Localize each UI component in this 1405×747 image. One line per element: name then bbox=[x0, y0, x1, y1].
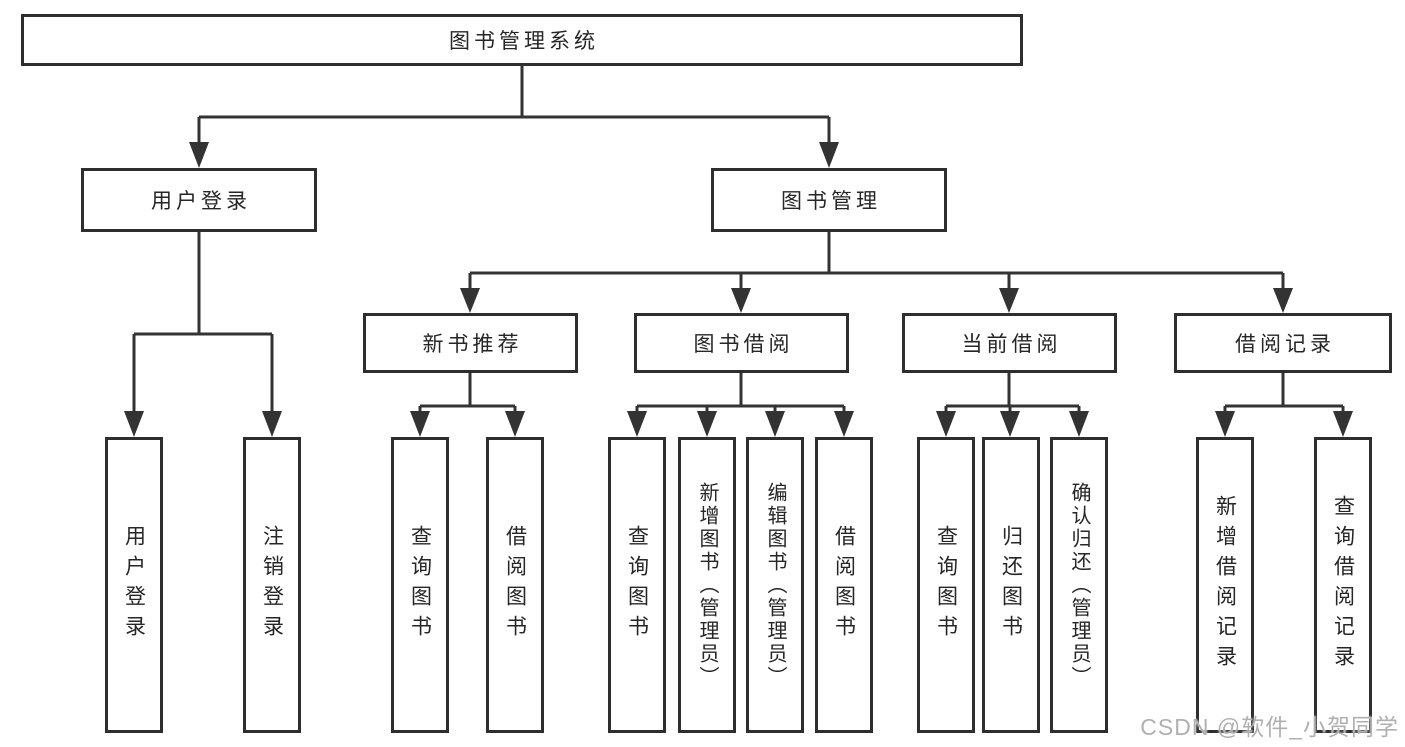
leaf-label: 借阅图书 bbox=[503, 525, 527, 645]
leaf-label: 借阅图书 bbox=[832, 525, 856, 645]
leaf-label: 查询图书 bbox=[625, 525, 649, 645]
leaf-add-books-admin: 新增图书（管理员） bbox=[678, 437, 736, 733]
leaf-confirm-return-admin: 确认归还（管理员） bbox=[1050, 437, 1108, 733]
leaf-label: 注销登录 bbox=[260, 525, 284, 645]
leaf-user-login: 用户登录 bbox=[105, 437, 163, 733]
leaf-label: 确认归还（管理员） bbox=[1068, 481, 1090, 689]
leaf-query-books-borrow: 查询图书 bbox=[608, 437, 666, 733]
leaf-label: 查询图书 bbox=[408, 525, 432, 645]
leaf-edit-books-admin: 编辑图书（管理员） bbox=[746, 437, 804, 733]
leaf-label: 新增图书（管理员） bbox=[696, 481, 718, 689]
leaf-borrow-books: 借阅图书 bbox=[815, 437, 873, 733]
leaf-label: 查询图书 bbox=[934, 525, 958, 645]
leaf-query-books-current: 查询图书 bbox=[917, 437, 975, 733]
leaf-label: 查询借阅记录 bbox=[1331, 495, 1355, 675]
node-book-borrow: 图书借阅 bbox=[634, 313, 849, 373]
leaf-query-borrow-record: 查询借阅记录 bbox=[1314, 437, 1372, 733]
leaf-return-books: 归还图书 bbox=[982, 437, 1040, 733]
leaf-label: 新增借阅记录 bbox=[1213, 495, 1237, 675]
leaf-borrow-books-recommend: 借阅图书 bbox=[486, 437, 544, 733]
node-borrow-records: 借阅记录 bbox=[1174, 313, 1392, 373]
leaf-query-books-recommend: 查询图书 bbox=[391, 437, 449, 733]
leaf-logout: 注销登录 bbox=[243, 437, 301, 733]
leaf-add-borrow-record: 新增借阅记录 bbox=[1196, 437, 1254, 733]
node-new-book-recommend: 新书推荐 bbox=[363, 313, 578, 373]
node-current-borrow: 当前借阅 bbox=[902, 313, 1117, 373]
node-book-management: 图书管理 bbox=[711, 168, 947, 232]
leaf-label: 用户登录 bbox=[122, 525, 146, 645]
leaf-label: 编辑图书（管理员） bbox=[764, 481, 786, 689]
node-user-login: 用户登录 bbox=[81, 168, 317, 232]
watermark-text: CSDN @软件_小贺同学 bbox=[1140, 714, 1399, 740]
node-root: 图书管理系统 bbox=[21, 14, 1023, 66]
leaf-label: 归还图书 bbox=[999, 525, 1023, 645]
